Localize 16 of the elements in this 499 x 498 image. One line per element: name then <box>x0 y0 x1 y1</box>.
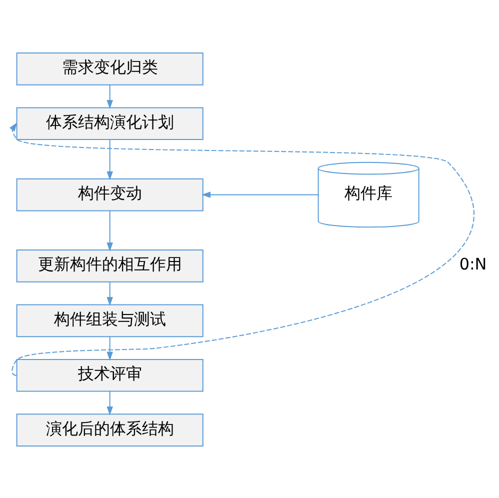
arrow <box>9 122 475 376</box>
arrow <box>106 390 113 415</box>
arrow <box>106 210 113 251</box>
node-box: 演化后的体系结构 <box>16 413 204 446</box>
node-box: 构件变动 <box>16 178 204 211</box>
node-box: 体系结构演化计划 <box>16 106 204 140</box>
edge-label: 0:N <box>459 254 487 274</box>
node-box: 需求变化归类 <box>16 52 204 85</box>
arrow <box>106 138 113 180</box>
arrow <box>106 280 113 306</box>
node-box: 技术评审 <box>16 358 204 392</box>
arrow <box>106 336 113 360</box>
arrow <box>202 191 319 198</box>
node-box: 构件组装与测试 <box>16 304 204 337</box>
arrow <box>106 84 113 108</box>
node-box: 更新构件的相互作用 <box>16 249 204 282</box>
